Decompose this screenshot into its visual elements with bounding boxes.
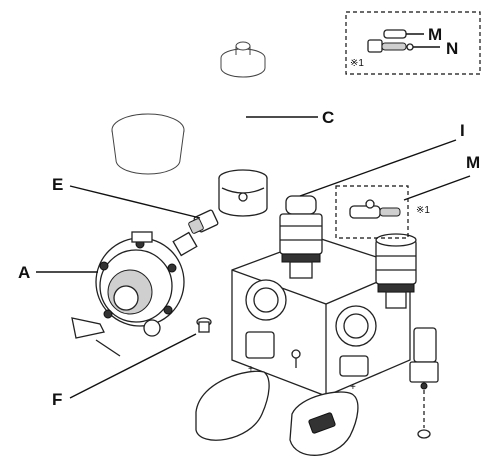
- inset-footnote: ※1: [350, 58, 364, 69]
- gauge-i: [279, 195, 323, 279]
- svg-text:+: +: [350, 382, 356, 393]
- side-valve: [409, 327, 439, 439]
- inset-detail: M N ※1: [345, 11, 481, 75]
- filter-housing: [218, 169, 268, 217]
- inset-label-n: N: [446, 39, 458, 58]
- leader-f: [69, 333, 197, 399]
- inset-fitting-n: [367, 39, 440, 53]
- foot-pedal-left: [195, 370, 270, 441]
- callout-a: A: [18, 263, 30, 282]
- callout-m: M: [466, 153, 480, 172]
- callout-i: I: [460, 121, 465, 140]
- leader-i: [299, 139, 457, 197]
- fitting-m-box: [335, 185, 409, 239]
- svg-text:+: +: [248, 364, 254, 375]
- screw-f: [196, 317, 212, 333]
- leader-e: [69, 185, 201, 219]
- small-bolt: [291, 349, 301, 368]
- foot-pedal-right: [289, 391, 359, 456]
- cap-part: [220, 41, 266, 78]
- nipple-e: [188, 209, 219, 234]
- gauge-right: [375, 233, 417, 309]
- inset-label-m: M: [428, 25, 442, 44]
- inset-frame: [345, 11, 481, 75]
- callout-f: F: [52, 390, 62, 409]
- bowl-part: [111, 113, 185, 175]
- main-footnote: ※1: [416, 205, 430, 216]
- inset-fitting-m: [383, 29, 424, 39]
- regulator-a: [71, 231, 198, 357]
- callout-e: E: [52, 175, 63, 194]
- leader-m: [403, 175, 471, 201]
- callout-c: C: [322, 108, 334, 127]
